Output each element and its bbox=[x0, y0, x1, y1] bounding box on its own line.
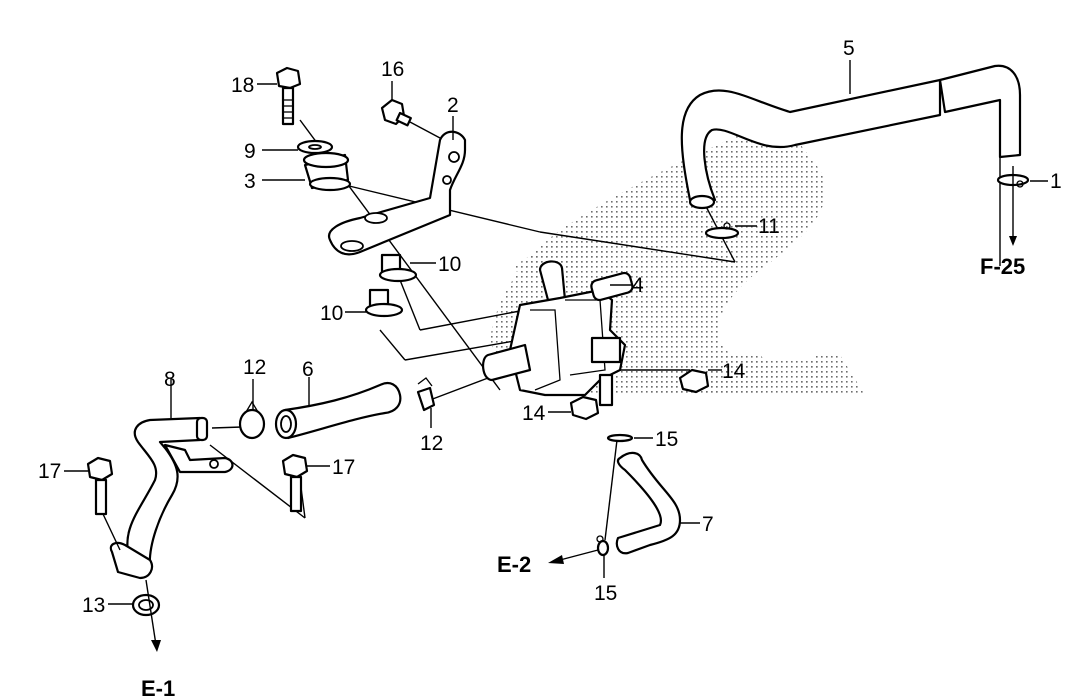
callout-13: 13 bbox=[82, 594, 105, 617]
callout-17-right: 17 bbox=[332, 456, 355, 479]
callout-12-right: 12 bbox=[420, 432, 443, 455]
callout-15-upper: 15 bbox=[655, 428, 678, 451]
callout-17-left: 17 bbox=[38, 460, 61, 483]
part-9-washer bbox=[296, 139, 334, 155]
callout-7: 7 bbox=[702, 513, 714, 536]
part-12-clamp-left bbox=[238, 400, 266, 440]
part-15-clip-lower bbox=[548, 535, 610, 564]
callout-10-lower: 10 bbox=[320, 302, 343, 325]
callout-4: 4 bbox=[632, 274, 644, 297]
part-8-pipe bbox=[109, 416, 234, 580]
callout-18: 18 bbox=[231, 74, 254, 97]
part-1-clip bbox=[996, 166, 1030, 246]
callout-leaders bbox=[64, 60, 1048, 605]
callout-15-lower: 15 bbox=[594, 582, 617, 605]
callout-8: 8 bbox=[164, 368, 176, 391]
part-3-rubber bbox=[302, 151, 352, 192]
part-12-clamp-right bbox=[416, 377, 436, 412]
callout-16: 16 bbox=[381, 58, 404, 81]
part-13-washer bbox=[131, 579, 161, 652]
callout-5: 5 bbox=[843, 37, 855, 60]
part-14-nut-left bbox=[569, 395, 600, 421]
callout-11: 11 bbox=[758, 215, 780, 238]
callout-1: 1 bbox=[1050, 170, 1062, 193]
callout-3: 3 bbox=[244, 170, 256, 193]
part-10-collar-lower bbox=[364, 288, 404, 318]
part-4-valve bbox=[482, 260, 634, 407]
part-16-bolt bbox=[380, 98, 441, 139]
callout-6: 6 bbox=[302, 358, 314, 381]
reference-f25[interactable]: F-25 bbox=[980, 254, 1025, 279]
part-15-clip-upper bbox=[606, 433, 634, 443]
callout-9: 9 bbox=[244, 140, 256, 163]
callout-14-left: 14 bbox=[522, 402, 546, 425]
callout-2: 2 bbox=[447, 94, 459, 117]
part-18-bolt bbox=[275, 66, 302, 126]
callout-10-upper: 10 bbox=[438, 253, 461, 276]
part-11-clip bbox=[704, 222, 740, 240]
reference-e2[interactable]: E-2 bbox=[497, 552, 531, 577]
reference-e1[interactable]: E-1 bbox=[141, 676, 175, 700]
part-17-bolt-left bbox=[86, 456, 114, 516]
part-2-bracket bbox=[327, 130, 467, 256]
part-6-hose bbox=[274, 381, 402, 440]
part-5-hose bbox=[680, 64, 1022, 210]
part-7-hose bbox=[615, 451, 682, 555]
callout-12-left: 12 bbox=[243, 356, 266, 379]
part-17-bolt-right bbox=[281, 453, 309, 513]
part-14-nut-right bbox=[678, 368, 710, 394]
callout-14-right: 14 bbox=[722, 360, 746, 383]
part-10-collar-upper bbox=[378, 253, 418, 283]
